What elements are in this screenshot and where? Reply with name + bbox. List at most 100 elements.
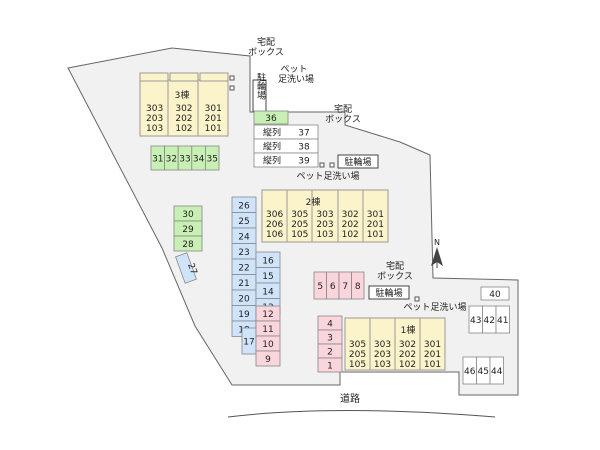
- parking-space-number: 34: [193, 155, 205, 165]
- parking-space: [317, 357, 343, 373]
- unit-number: 301: [367, 210, 384, 220]
- parking-space-number: 11: [262, 325, 273, 335]
- parking-space-number: 27: [185, 262, 198, 276]
- unit-number: 303: [146, 104, 163, 114]
- parking-space: [351, 271, 365, 300]
- parking-space-number: 16: [262, 256, 274, 266]
- pet-wash-3: ペット足洗い場: [403, 296, 467, 313]
- delivery-box-1: 宅配 ボックス: [229, 36, 284, 81]
- unit-number: 103: [316, 230, 333, 240]
- svg-text:ボックス: ボックス: [377, 271, 413, 282]
- parking-space-number: 15: [262, 272, 273, 282]
- parking-space-number: 28: [182, 240, 194, 250]
- unit-number: 101: [367, 230, 384, 240]
- building-2: 2棟 3062061063052051053032031033022021023…: [261, 189, 389, 243]
- parking-space-number: 5: [317, 282, 323, 292]
- svg-text:ボックス: ボックス: [325, 114, 361, 125]
- unit-number: 205: [349, 350, 366, 360]
- unit-number: 105: [349, 360, 366, 370]
- unit-number: 302: [342, 210, 359, 220]
- parking-space-number: 4: [327, 320, 333, 330]
- parking-space-number: 26: [238, 201, 250, 211]
- unit-number: 203: [146, 114, 163, 124]
- parking-space-number: 42: [484, 316, 495, 326]
- svg-text:駐輪場: 駐輪場: [255, 71, 266, 100]
- unit-number: 106: [266, 230, 283, 240]
- parking-space-diagonal: 27: [175, 252, 198, 284]
- parking-space-number: 7: [342, 282, 348, 292]
- tandem-number: 38: [298, 143, 310, 153]
- parking-space-number: 22: [238, 263, 249, 273]
- parking-space-number: 8: [355, 282, 361, 292]
- tandem-label: 縦列: [263, 141, 281, 153]
- unit-number: 202: [175, 114, 192, 124]
- unit-number: 203: [316, 220, 333, 230]
- unit-number: 203: [374, 350, 391, 360]
- unit-number: 301: [424, 340, 441, 350]
- unit-number: 202: [342, 220, 359, 230]
- parking-space-number: 46: [464, 367, 476, 377]
- parking-space: [495, 305, 510, 334]
- svg-text:ボックス: ボックス: [248, 47, 284, 58]
- parking-space: [489, 356, 504, 385]
- road-label: 道路: [340, 392, 360, 405]
- tandem-number: 39: [298, 157, 310, 167]
- parking-space-number: 14: [262, 287, 274, 297]
- parking-space: [480, 286, 510, 301]
- north-arrow-icon: N: [431, 238, 443, 268]
- svg-text:宅配: 宅配: [386, 260, 404, 272]
- parking-space-number: 21: [238, 279, 249, 289]
- unit-number: 305: [291, 210, 308, 220]
- pet-wash-1: ペット 足洗い場: [229, 65, 314, 91]
- pet-wash-2: ペット足洗い場: [296, 162, 360, 182]
- unit-number: 205: [291, 220, 308, 230]
- unit-number: 102: [342, 230, 359, 240]
- road-line: [227, 410, 496, 418]
- unit-number: 302: [175, 104, 192, 114]
- unit-number: 303: [374, 340, 391, 350]
- unit-number: 101: [424, 360, 441, 370]
- unit-number: 105: [291, 230, 308, 240]
- unit-number: 201: [367, 220, 384, 230]
- parking-space-number: 20: [238, 294, 250, 304]
- building-name: 1棟: [401, 324, 416, 336]
- parking-space: [173, 235, 203, 252]
- unit-number: 101: [205, 124, 222, 134]
- unit-number: 306: [266, 210, 283, 220]
- parking-space-number: 29: [182, 225, 194, 235]
- svg-text:駐輪場: 駐輪場: [375, 287, 402, 299]
- parking-space-number: 2: [327, 348, 333, 358]
- bicycle-parking-3: 駐輪場: [368, 285, 410, 300]
- parking-space-number: 40: [489, 290, 501, 300]
- svg-text:ペット足洗い場: ペット足洗い場: [403, 301, 466, 313]
- delivery-box-2: 宅配 ボックス: [319, 103, 361, 168]
- tandem-label: 縦列: [263, 155, 281, 167]
- parking-space-number: 32: [166, 155, 177, 165]
- unit-number: 301: [205, 104, 222, 114]
- parking-space-number: 36: [265, 114, 277, 124]
- svg-text:宅配: 宅配: [257, 36, 275, 48]
- tandem-parking: [253, 152, 319, 168]
- parking-space-number: 9: [265, 355, 271, 365]
- unit-number: 202: [399, 350, 416, 360]
- parking-space-number: 44: [491, 367, 503, 377]
- svg-text:ペット: ペット: [280, 65, 307, 75]
- unit-number: 201: [205, 114, 222, 124]
- parking-space-number: 1: [327, 362, 333, 372]
- parking-space-number: 10: [262, 340, 274, 350]
- parking-space-number: 43: [470, 316, 481, 326]
- parking-space-number: 31: [152, 155, 163, 165]
- parking-space-number: 25: [238, 217, 249, 227]
- unit-number: 102: [399, 360, 416, 370]
- unit-number: 103: [146, 124, 163, 134]
- bicycle-parking-2: 駐輪場: [337, 154, 379, 169]
- parking-space: [253, 110, 289, 125]
- svg-text:足洗い場: 足洗い場: [278, 73, 314, 85]
- parking-space-number: 35: [206, 155, 217, 165]
- unit-number: 103: [374, 360, 391, 370]
- tandem-label: 縦列: [263, 127, 281, 139]
